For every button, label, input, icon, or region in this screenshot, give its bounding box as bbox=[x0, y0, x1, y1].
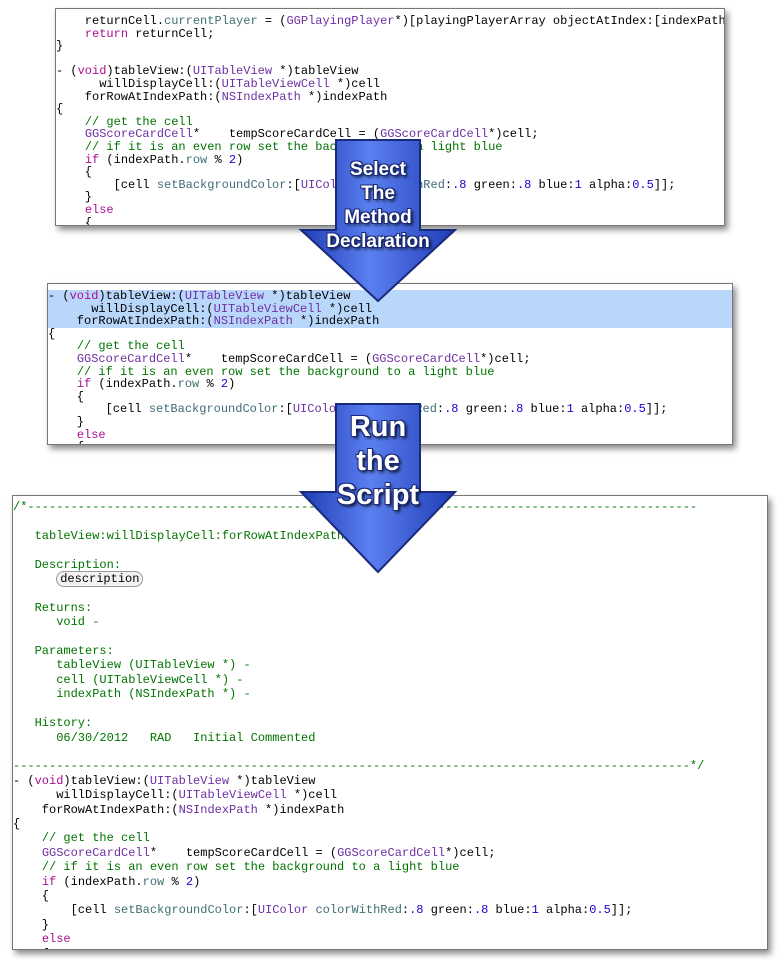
code-listing[interactable]: returnCell.currentPlayer = (GGPlayingPla… bbox=[56, 14, 725, 226]
code-line[interactable]: GGScoreCardCell* tempScoreCardCell = (GG… bbox=[41, 845, 496, 860]
code-line[interactable]: } bbox=[48, 414, 85, 429]
down-arrow-icon bbox=[298, 139, 458, 303]
code-line[interactable]: } bbox=[56, 39, 64, 54]
code-line[interactable]: - (void)tableView:(UITableView *)tableVi… bbox=[13, 773, 316, 788]
code-line[interactable]: { bbox=[56, 102, 64, 117]
code-line[interactable]: return returnCell; bbox=[84, 26, 215, 41]
code-line[interactable]: GGScoreCardCell* tempScoreCardCell = (GG… bbox=[76, 351, 531, 366]
code-line[interactable]: willDisplayCell:(UITableViewCell *)cell bbox=[48, 302, 732, 316]
code-line[interactable]: { bbox=[56, 165, 93, 180]
code-line[interactable]: returnCell.currentPlayer = (GGPlayingPla… bbox=[56, 14, 725, 28]
code-line[interactable]: // get the cell bbox=[41, 831, 150, 846]
code-line[interactable]: { bbox=[48, 326, 56, 341]
code-line[interactable]: forRowAtIndexPath:(NSIndexPath *)indexPa… bbox=[56, 89, 388, 104]
select-method-arrow: Select The Method Declaration bbox=[298, 138, 458, 303]
code-line[interactable]: forRowAtIndexPath:(NSIndexPath *)indexPa… bbox=[13, 802, 345, 817]
code-line[interactable]: { bbox=[56, 215, 93, 226]
code-line[interactable]: Description: bbox=[13, 557, 122, 572]
code-line[interactable] bbox=[13, 745, 767, 759]
code-line[interactable]: cell (UITableViewCell *) - bbox=[13, 672, 244, 687]
code-line[interactable]: else bbox=[41, 932, 71, 947]
arrow-label-line: Script bbox=[336, 479, 420, 511]
code-line[interactable]: if (indexPath.row % 2) bbox=[76, 377, 236, 392]
arrow-label-line: Select bbox=[350, 159, 406, 180]
arrow-label-line: the bbox=[356, 445, 400, 477]
code-line[interactable]: // get the cell bbox=[76, 339, 185, 354]
run-script-arrow: Run the Script bbox=[298, 402, 458, 574]
arrow-label: Run the Script bbox=[298, 410, 458, 512]
code-line[interactable]: indexPath (NSIndexPath *) - bbox=[13, 687, 251, 702]
code-line[interactable]: void - bbox=[13, 615, 100, 630]
code-line[interactable]: if (indexPath.row % 2) bbox=[84, 152, 244, 167]
code-line[interactable]: // get the cell bbox=[84, 114, 193, 129]
code-line[interactable]: willDisplayCell:(UITableViewCell *)cell bbox=[56, 76, 381, 91]
code-line[interactable]: { bbox=[13, 888, 50, 903]
code-line[interactable]: - (void)tableView:(UITableView *)tableVi… bbox=[48, 290, 732, 303]
code-line[interactable]: - (void)tableView:(UITableView *)tableVi… bbox=[56, 64, 359, 79]
code-line[interactable]: description bbox=[13, 571, 767, 588]
code-line[interactable]: tableView:willDisplayCell:forRowAtIndexP… bbox=[13, 528, 352, 543]
code-line[interactable]: [cell setBackgroundColor:[UIColor colorW… bbox=[13, 903, 633, 918]
code-line[interactable]: Parameters: bbox=[13, 644, 114, 659]
code-line[interactable]: { bbox=[13, 816, 21, 831]
code-line[interactable] bbox=[13, 586, 767, 600]
code-line[interactable]: { bbox=[48, 389, 85, 404]
arrow-label-line: Run bbox=[349, 411, 407, 443]
arrow-label-line: Method bbox=[344, 207, 412, 228]
code-line[interactable]: // if it is an even row set the backgrou… bbox=[76, 364, 495, 379]
arrow-label: Select The Method Declaration bbox=[298, 158, 458, 254]
code-line[interactable]: ----------------------------------------… bbox=[13, 759, 705, 774]
code-line[interactable]: GGScoreCardCell* tempScoreCardCell = (GG… bbox=[84, 127, 539, 142]
arrow-label-line: The bbox=[361, 183, 395, 204]
arrow-label-line: Declaration bbox=[326, 231, 430, 252]
code-line[interactable]: else bbox=[84, 202, 114, 217]
code-line[interactable] bbox=[13, 702, 767, 716]
code-line[interactable]: { bbox=[13, 947, 767, 949]
code-line[interactable]: // if it is an even row set the backgrou… bbox=[41, 860, 460, 875]
code-line[interactable]: else bbox=[76, 427, 106, 442]
code-line[interactable]: History: bbox=[13, 716, 93, 731]
code-line[interactable] bbox=[13, 630, 767, 644]
code-line[interactable]: } bbox=[13, 917, 50, 932]
code-line[interactable]: willDisplayCell:(UITableViewCell *)cell bbox=[13, 788, 338, 803]
code-line[interactable]: forRowAtIndexPath:(NSIndexPath *)indexPa… bbox=[48, 315, 732, 328]
down-arrow-icon bbox=[298, 403, 458, 574]
code-line[interactable]: } bbox=[56, 190, 93, 205]
code-line[interactable]: tableView (UITableView *) - bbox=[13, 658, 251, 673]
code-line[interactable]: { bbox=[48, 441, 732, 444]
code-line[interactable]: if (indexPath.row % 2) bbox=[41, 874, 201, 889]
code-line[interactable]: Returns: bbox=[13, 600, 93, 615]
code-line[interactable]: 06/30/2012 RAD Initial Commented bbox=[13, 730, 316, 745]
